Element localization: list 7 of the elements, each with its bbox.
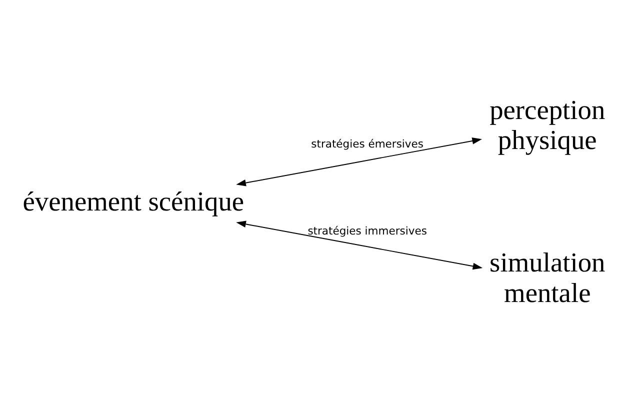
edge-label: stratégies émersives [311, 137, 424, 150]
arrow [236, 220, 483, 270]
node-text: évenement scénique [22, 186, 244, 216]
arrow [236, 137, 482, 186]
node-text: perception physique [490, 94, 606, 155]
edge-label: stratégies immersives [308, 224, 427, 238]
node-text: simulation mentale [490, 246, 606, 308]
